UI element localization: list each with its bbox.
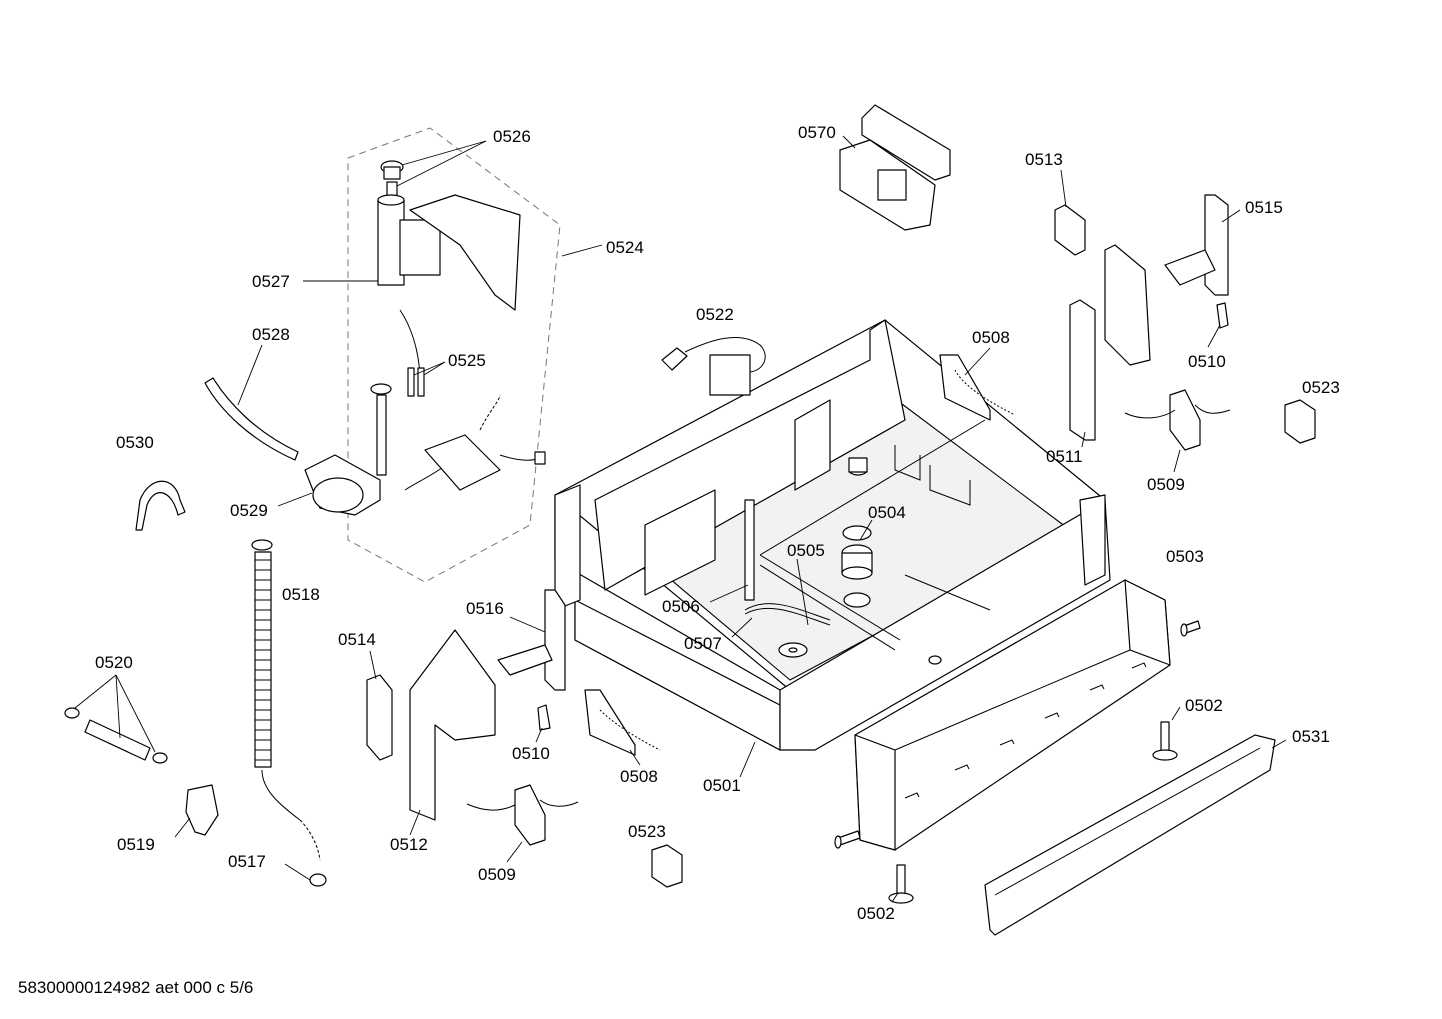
cover-clip-part <box>651 399 1316 888</box>
base-tub-part <box>554 319 1111 751</box>
left-bracket-part <box>366 589 566 821</box>
sump-part <box>744 525 873 658</box>
label-0510-left: 0510 <box>512 744 550 763</box>
label-0503: 0503 <box>1166 547 1204 566</box>
label-0524: 0524 <box>606 238 644 257</box>
inlet-valve-part <box>377 160 521 376</box>
hose-piece-part <box>64 707 168 764</box>
label-0507: 0507 <box>684 634 722 653</box>
hose-clamp-part <box>135 480 186 531</box>
clip-part <box>537 704 551 731</box>
label-0528: 0528 <box>252 325 290 344</box>
kick-plate-part <box>854 579 1171 851</box>
assembly-group-outline <box>347 127 561 583</box>
label-0523-left: 0523 <box>628 822 666 841</box>
label-0508-left: 0508 <box>620 767 658 786</box>
label-0517: 0517 <box>228 852 266 871</box>
label-0520: 0520 <box>95 653 133 672</box>
label-0519: 0519 <box>117 835 155 854</box>
label-0530: 0530 <box>116 433 154 452</box>
part-labels: 0526 0524 0527 0528 0525 0530 0529 0518 … <box>95 123 1340 923</box>
label-0508-right: 0508 <box>972 328 1010 347</box>
label-0512: 0512 <box>390 835 428 854</box>
label-0526: 0526 <box>493 127 531 146</box>
screw-part <box>834 620 1201 904</box>
label-0529: 0529 <box>230 501 268 520</box>
label-0509-right: 0509 <box>1147 475 1185 494</box>
label-0518: 0518 <box>282 585 320 604</box>
label-0523-right: 0523 <box>1302 378 1340 397</box>
drawing-reference-number: 58300000124982 aet 000 c 5/6 <box>18 978 254 997</box>
spring-part <box>584 354 1016 756</box>
trim-strip-part <box>984 734 1276 936</box>
label-0531: 0531 <box>1292 727 1330 746</box>
pump-part <box>304 367 546 516</box>
hose-part <box>204 377 299 461</box>
label-0504: 0504 <box>868 503 906 522</box>
label-0570: 0570 <box>798 123 836 142</box>
label-0510-right: 0510 <box>1188 352 1226 371</box>
label-0505: 0505 <box>787 541 825 560</box>
label-0501: 0501 <box>703 776 741 795</box>
leader-lines <box>74 135 1287 903</box>
label-0502-bottom: 0502 <box>857 904 895 923</box>
label-0515: 0515 <box>1245 198 1283 217</box>
label-0527: 0527 <box>252 272 290 291</box>
cable-part <box>661 337 766 396</box>
connector-part <box>185 784 219 836</box>
bracket-part <box>1054 194 1229 441</box>
label-0511: 0511 <box>1046 447 1083 466</box>
control-module-part <box>839 104 951 231</box>
label-0514: 0514 <box>338 630 376 649</box>
label-0509-left: 0509 <box>478 865 516 884</box>
label-0502-right: 0502 <box>1185 696 1223 715</box>
drain-hose-part <box>251 539 327 887</box>
label-0522: 0522 <box>696 305 734 324</box>
label-0516: 0516 <box>466 599 504 618</box>
label-0525: 0525 <box>448 351 486 370</box>
label-0506: 0506 <box>662 597 700 616</box>
sensor-part <box>466 389 1231 846</box>
label-0513: 0513 <box>1025 150 1063 169</box>
